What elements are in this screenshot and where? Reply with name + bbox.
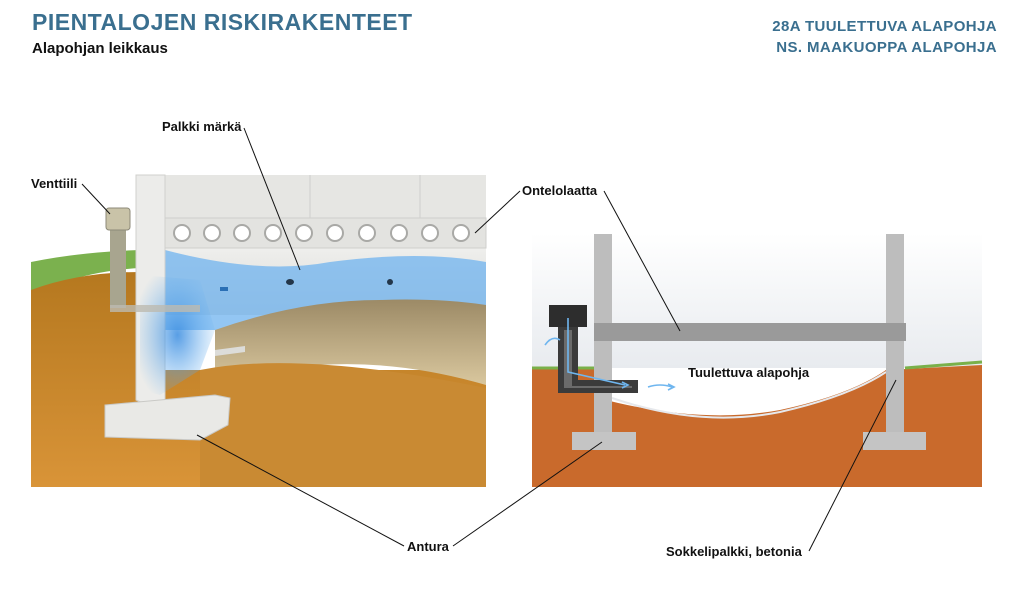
- leader-venttiili: [81, 183, 111, 215]
- label-sokkelipalkki: Sokkelipalkki, betonia: [666, 544, 802, 559]
- page-title: PIENTALOJEN RISKIRAKENTEET: [32, 9, 413, 35]
- airflow-arrows: [544, 318, 676, 391]
- structure-code-line-2: NS. MAAKUOPPA ALAPOHJA: [776, 39, 997, 56]
- leader-lines: [81, 127, 897, 552]
- leader-ontelolaatta-right: [603, 190, 681, 332]
- leader-antura-right: [452, 441, 603, 547]
- left-section-illustration: [31, 174, 487, 487]
- vent-pipe-right: [558, 327, 638, 393]
- structure-code: 28A TUULETTUVA ALAPOHJA NS. MAAKUOPPA AL…: [772, 16, 997, 58]
- leader-palkki: [243, 127, 301, 271]
- label-antura: Antura: [407, 539, 449, 554]
- hollow-core-slab-right: [594, 323, 906, 341]
- vent-cap: [105, 207, 131, 231]
- right-section-schematic: [532, 233, 983, 487]
- label-venttiili: Venttiili: [31, 176, 78, 191]
- leader-sokkelipalkki: [808, 379, 897, 552]
- left-footing: [572, 432, 636, 450]
- label-ontelolaatta: Ontelolaatta: [522, 183, 598, 198]
- footing: [104, 394, 231, 441]
- soil-front: [200, 363, 486, 487]
- structure-code-line-1: 28A TUULETTUVA ALAPOHJA: [772, 18, 997, 35]
- label-tuulettuva-alapohja: Tuulettuva alapohja: [688, 365, 810, 380]
- vent-cap-right: [549, 305, 587, 327]
- right-footing: [863, 432, 926, 450]
- wall-upper: [136, 175, 486, 220]
- vent-pipe: [110, 228, 126, 308]
- label-palkki-marka: Palkki märkä: [162, 119, 242, 134]
- leader-antura-left: [196, 434, 405, 547]
- soil-ground-right: [532, 365, 982, 487]
- page-subtitle: Alapohjan leikkaus: [32, 40, 168, 57]
- leader-ontelolaatta-left: [474, 190, 521, 234]
